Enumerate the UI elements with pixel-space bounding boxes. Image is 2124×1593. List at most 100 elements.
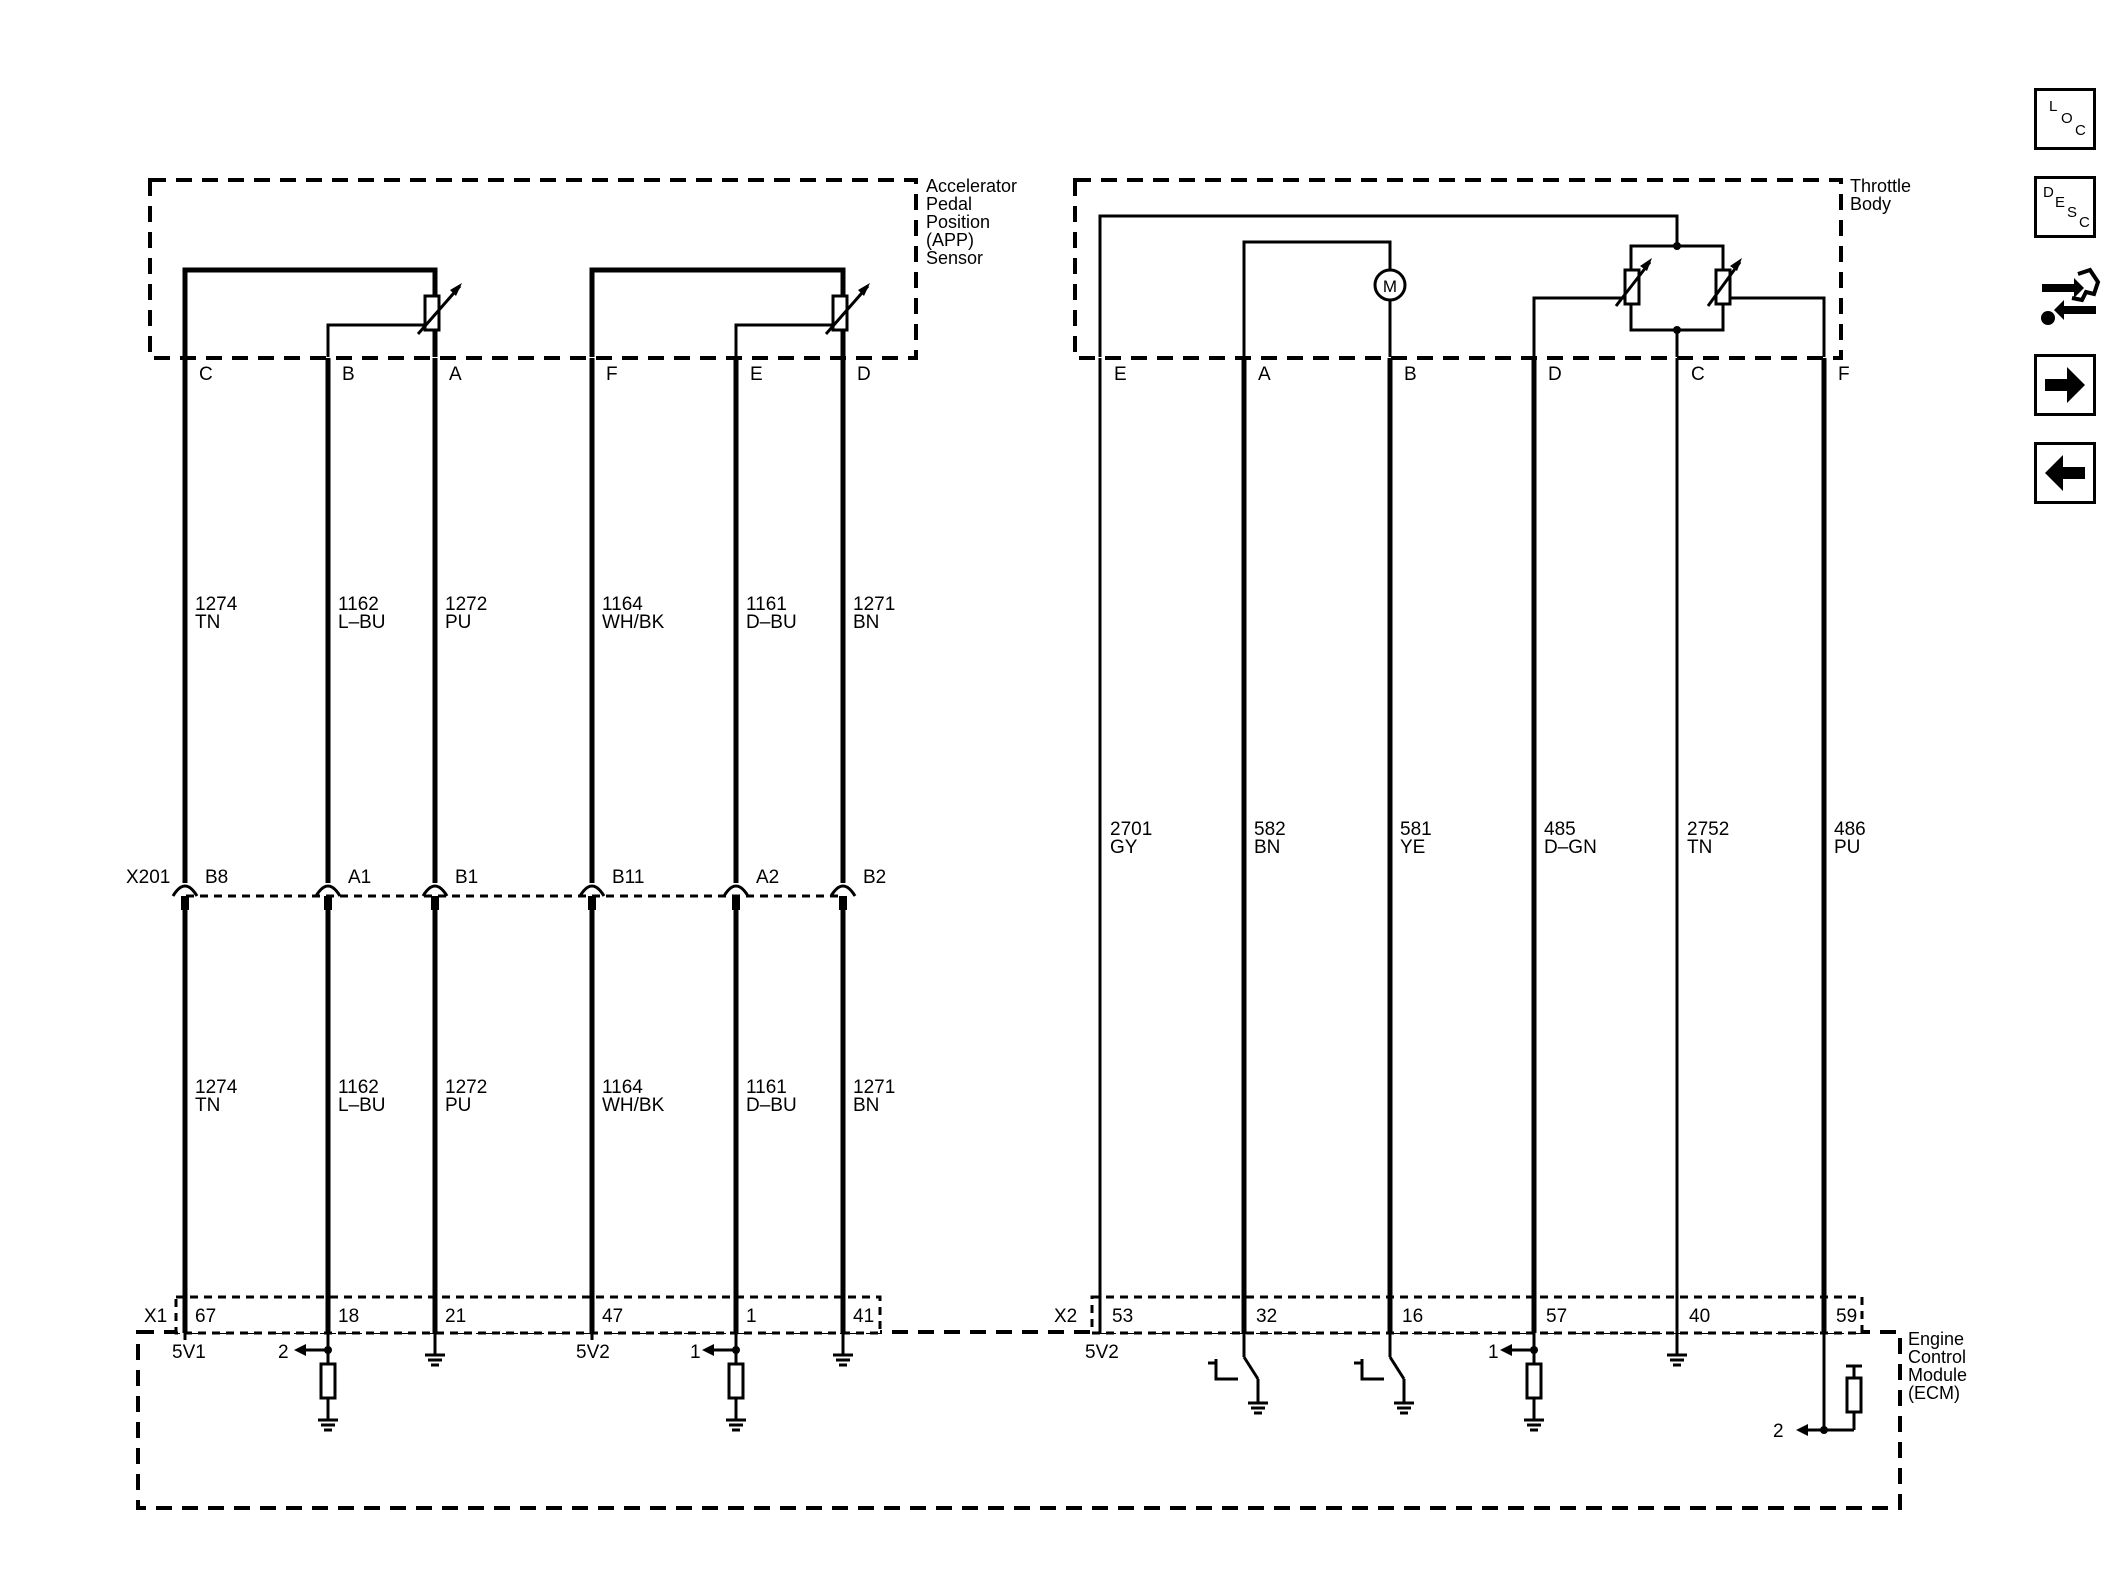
tb-pin: E bbox=[1114, 364, 1127, 385]
wire-color: BN bbox=[1254, 837, 1280, 858]
tb-pin: A bbox=[1258, 364, 1271, 385]
wire-color: TN bbox=[195, 1095, 220, 1116]
wire-color: D–GN bbox=[1544, 837, 1597, 858]
wire-color: D–BU bbox=[746, 612, 797, 633]
ecm-pin: 41 bbox=[853, 1306, 874, 1327]
wire-color: PU bbox=[1834, 837, 1860, 858]
app-wires: CB81274TN1274TN67BA11162L–BU1162L–BU18AB… bbox=[171, 358, 895, 1333]
app-pin: F bbox=[606, 364, 618, 385]
next-arrow-button[interactable] bbox=[2034, 354, 2096, 416]
arrow-right-icon bbox=[2045, 367, 2085, 403]
desc-s: S bbox=[2067, 204, 2078, 221]
x201-pin: A1 bbox=[348, 867, 371, 888]
ecm-ref-1b: 1 bbox=[1488, 1342, 1499, 1363]
description-button[interactable]: D E S C bbox=[2034, 176, 2096, 238]
ecm-ref-1a: 1 bbox=[690, 1342, 701, 1363]
ecm-pin: 57 bbox=[1546, 1306, 1567, 1327]
circuit-number: 1164 bbox=[602, 1077, 643, 1098]
arrow-left-icon bbox=[2045, 455, 2085, 491]
wire-color: PU bbox=[445, 1095, 471, 1116]
wire-color: TN bbox=[1687, 837, 1712, 858]
wire-color: GY bbox=[1110, 837, 1138, 858]
ecm-5v1-label: 5V1 bbox=[172, 1342, 206, 1363]
circuit-number: 1162 bbox=[338, 1077, 379, 1098]
app-sensor-box bbox=[148, 178, 918, 360]
circuit-number: 485 bbox=[1544, 819, 1576, 840]
desc-c: C bbox=[2079, 214, 2090, 231]
ecm-pin: 32 bbox=[1256, 1306, 1277, 1327]
x201-pin: A2 bbox=[756, 867, 779, 888]
x1-label: X1 bbox=[144, 1306, 167, 1327]
location-button[interactable]: L O C bbox=[2034, 88, 2096, 150]
circuit-number: 1271 bbox=[853, 1077, 895, 1098]
wire-color: BN bbox=[853, 1095, 879, 1116]
x2-label: X2 bbox=[1054, 1306, 1077, 1327]
circuit-number: 1272 bbox=[445, 594, 487, 615]
tb-pin: C bbox=[1691, 364, 1705, 385]
tb-pin: D bbox=[1548, 364, 1562, 385]
wire-color: L–BU bbox=[338, 1095, 386, 1116]
ecm-box bbox=[136, 1330, 1902, 1510]
ecm-pin: 40 bbox=[1689, 1306, 1710, 1327]
circuit-number: 1274 bbox=[195, 594, 238, 615]
ecm-pin: 16 bbox=[1402, 1306, 1423, 1327]
wire-color: WH/BK bbox=[602, 612, 665, 633]
tb-pin: B bbox=[1404, 364, 1417, 385]
x201-pin: B8 bbox=[205, 867, 228, 888]
connector-x1 bbox=[174, 1295, 882, 1335]
circuit-number: 581 bbox=[1400, 819, 1432, 840]
connector-x2 bbox=[1090, 1295, 1864, 1335]
ecm-pin: 53 bbox=[1112, 1306, 1133, 1327]
circuit-number: 2752 bbox=[1687, 819, 1729, 840]
circuit-number: 1161 bbox=[746, 1077, 787, 1098]
circuit-number: 1162 bbox=[338, 594, 379, 615]
motor-label: M bbox=[1383, 277, 1397, 296]
wire-color: D–BU bbox=[746, 1095, 797, 1116]
previous-arrow-button[interactable] bbox=[2034, 442, 2096, 504]
circuit-number: 486 bbox=[1834, 819, 1866, 840]
ecm-ref-2b: 2 bbox=[1773, 1421, 1784, 1442]
throttle-body-internals: M bbox=[1098, 214, 1826, 357]
navigation-panel: L O C D E S C bbox=[2034, 88, 2104, 530]
diagnostic-tool-icon[interactable] bbox=[2034, 264, 2104, 334]
app-pin: A bbox=[449, 364, 462, 385]
circuit-number: 1271 bbox=[853, 594, 895, 615]
ecm-pin: 47 bbox=[602, 1306, 623, 1327]
wire-color: L–BU bbox=[338, 612, 386, 633]
ecm-pin: 21 bbox=[445, 1306, 466, 1327]
wire-color: BN bbox=[853, 612, 879, 633]
x201-label: X201 bbox=[126, 867, 170, 888]
loc-l: L bbox=[2049, 98, 2058, 115]
x201-pin: B11 bbox=[612, 867, 644, 888]
ecm-5v2-label-a: 5V2 bbox=[576, 1342, 610, 1363]
ecm-ref-2a: 2 bbox=[278, 1342, 289, 1363]
x201-pin: B1 bbox=[455, 867, 478, 888]
app-pin: C bbox=[199, 364, 213, 385]
ecm-pin: 67 bbox=[195, 1306, 216, 1327]
wire-color: TN bbox=[195, 612, 220, 633]
wire-color: YE bbox=[1400, 837, 1425, 858]
circuit-number: 1274 bbox=[195, 1077, 238, 1098]
desc-d: D bbox=[2043, 184, 2054, 201]
app-pin: E bbox=[750, 364, 763, 385]
ecm-pin: 18 bbox=[338, 1306, 359, 1327]
app-pin: B bbox=[342, 364, 355, 385]
ecm-internals bbox=[183, 1333, 1863, 1436]
wire-color: PU bbox=[445, 612, 471, 633]
throttle-body-wires: E2701GY53A582BN32B581YE16D485D–GN57C2752… bbox=[1098, 358, 1866, 1333]
